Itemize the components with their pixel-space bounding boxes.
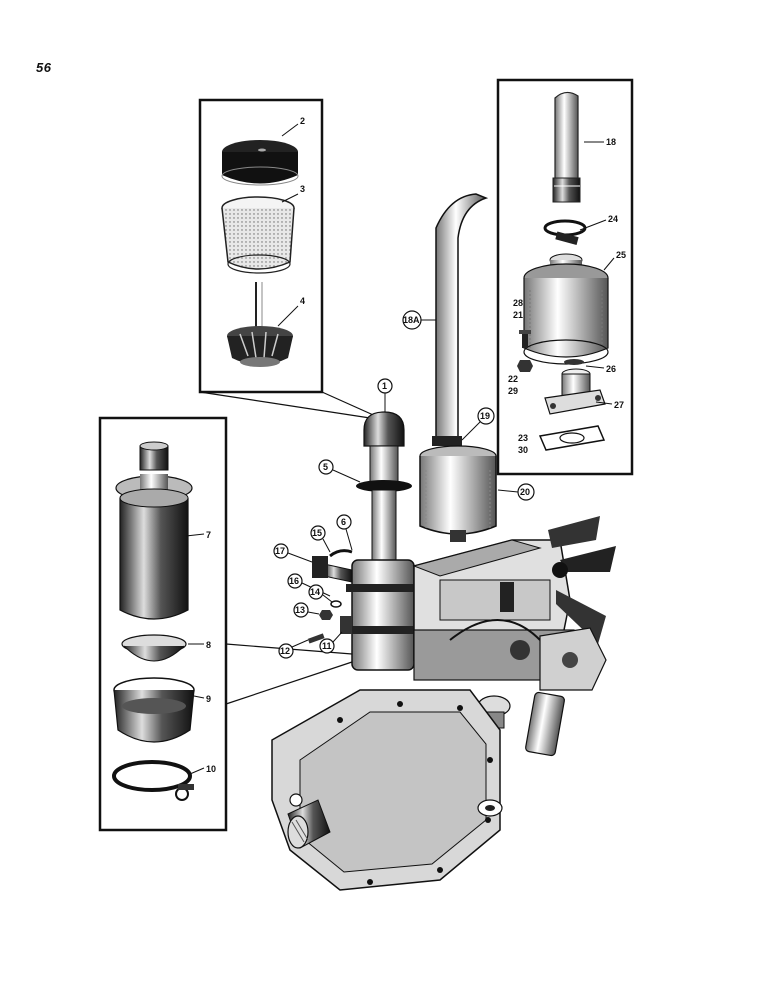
part-23-30-gasket — [538, 425, 606, 451]
callout-12-marker: 12 — [278, 639, 309, 659]
callout-10: 10 — [206, 764, 216, 774]
callout-6-marker: 6 — [336, 514, 353, 551]
part-14-washer — [330, 600, 342, 608]
callout-6: 6 — [341, 517, 346, 527]
part-1-air-cleaner — [312, 411, 420, 671]
callout-22: 22 — [508, 374, 518, 384]
part-4-baffle-assembly — [227, 282, 293, 367]
callout-28: 28 — [513, 298, 523, 308]
callout-4: 4 — [300, 296, 305, 306]
cooling-fan — [548, 516, 616, 644]
part-2-cap — [221, 140, 299, 186]
callout-11: 11 — [322, 641, 332, 651]
callout-20: 20 — [520, 487, 530, 497]
part-12-bolt — [307, 633, 325, 644]
callout-13: 13 — [295, 605, 305, 615]
engine-assembly: 1 5 6 15 17 — [271, 193, 616, 891]
callout-24: 24 — [608, 214, 618, 224]
clutch-housing — [271, 689, 503, 891]
engine-block — [412, 539, 575, 681]
oil-bath-inset-box: 7 8 9 10 — [98, 416, 353, 832]
callout-7: 7 — [206, 530, 211, 540]
part-9-oil-cup — [113, 677, 195, 743]
part-5-gasket — [356, 480, 412, 492]
callout-15-marker: 15 — [310, 525, 331, 553]
callout-19-marker: 19 — [461, 407, 495, 441]
callout-3: 3 — [300, 184, 305, 194]
part-13-nut — [319, 610, 333, 620]
part-6-hose — [329, 549, 353, 558]
oil-filter-canister — [525, 691, 565, 757]
part-18a-exhaust-stack — [432, 193, 489, 446]
callout-17: 17 — [275, 546, 285, 556]
part-8-cone — [121, 634, 187, 662]
callout-19: 19 — [480, 411, 490, 421]
callout-23: 23 — [518, 433, 528, 443]
callout-27: 27 — [614, 400, 624, 410]
callout-1: 1 — [382, 381, 387, 391]
callout-5-marker: 5 — [318, 459, 361, 483]
part-11-bracket — [340, 616, 352, 634]
part-25-muffler — [523, 253, 609, 365]
callout-29: 29 — [508, 386, 518, 396]
callout-18: 18 — [606, 137, 616, 147]
part-26-washer — [564, 359, 584, 365]
muffler-inset-box: 18 24 25 28 21 26 22 29 27 23 30 — [496, 78, 634, 476]
callout-12: 12 — [280, 646, 290, 656]
callout-11-marker: 11 — [319, 631, 343, 654]
page-number: 56 — [36, 60, 52, 75]
callout-13-marker: 13 — [293, 602, 320, 618]
part-22-29-nut — [517, 360, 533, 372]
part-20-muffler — [419, 445, 497, 542]
callout-17-marker: 17 — [273, 543, 313, 563]
callout-1-marker: 1 — [377, 378, 393, 412]
callout-5: 5 — [323, 462, 328, 472]
callout-14: 14 — [310, 587, 320, 597]
part-27-adapter — [544, 368, 606, 415]
callout-14-marker: 14 — [308, 584, 333, 603]
callout-20-marker: 20 — [497, 483, 535, 501]
part-3-screen-element — [221, 196, 295, 274]
callout-8: 8 — [206, 640, 211, 650]
air-cleaner-inset-box: 2 3 4 — [198, 98, 381, 419]
water-pump-housing — [539, 627, 607, 691]
pto-shaft — [287, 793, 331, 849]
callout-18a-marker: 18A — [402, 310, 436, 330]
part-24-clamp — [543, 219, 587, 245]
callout-9: 9 — [206, 694, 211, 704]
part-18-exhaust-pipe — [552, 91, 581, 203]
callout-25: 25 — [616, 250, 626, 260]
callout-21: 21 — [513, 310, 523, 320]
part-7-body — [115, 441, 193, 620]
callout-2: 2 — [300, 116, 305, 126]
callout-15: 15 — [312, 528, 322, 538]
callout-16: 16 — [289, 576, 299, 586]
callout-26: 26 — [606, 364, 616, 374]
part-10-clamp-ring — [112, 760, 194, 801]
callout-30: 30 — [518, 445, 528, 455]
part-28-21-bolt — [519, 330, 531, 348]
callout-18a: 18A — [403, 315, 420, 325]
